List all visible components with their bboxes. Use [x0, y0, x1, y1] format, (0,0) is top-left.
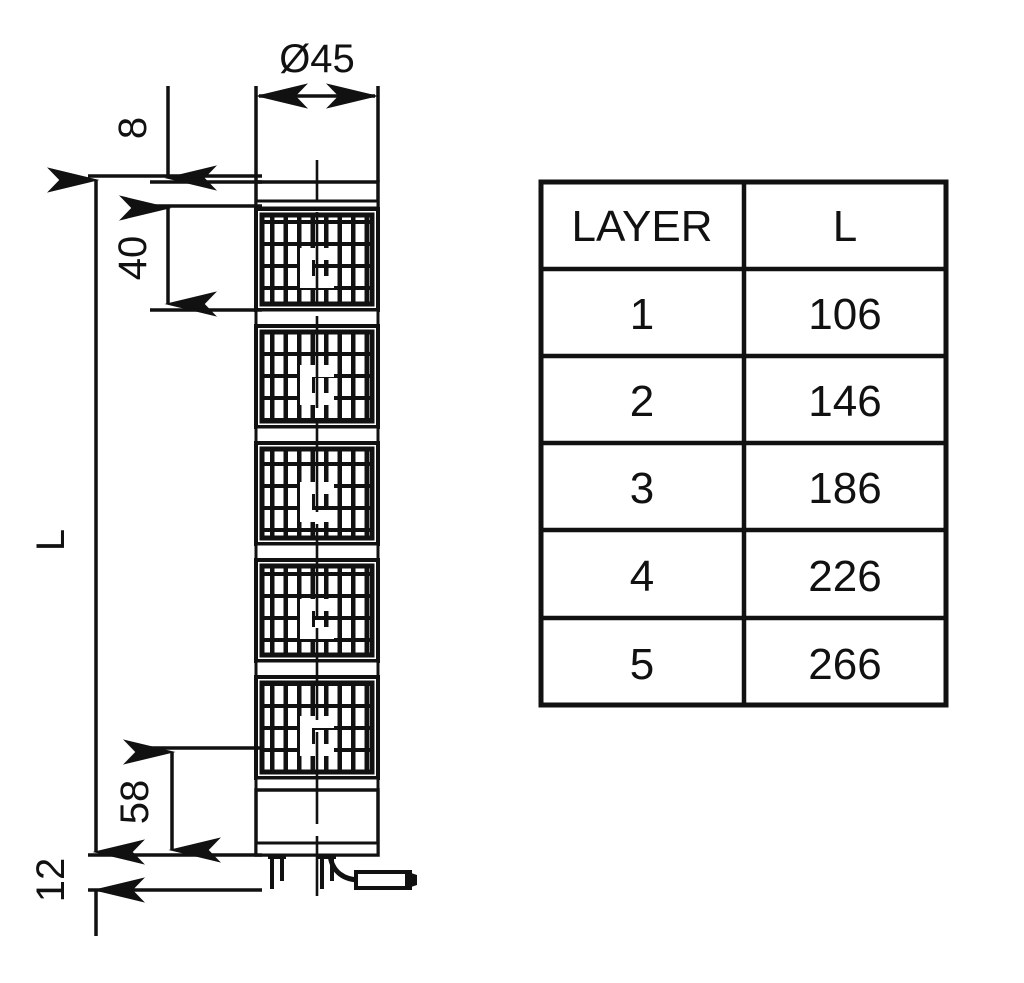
- table-cell-layer: 1: [630, 290, 654, 339]
- table-header-layer: LAYER: [571, 202, 712, 251]
- table-row: 2 146: [630, 377, 882, 426]
- dimension-8: 8: [111, 86, 262, 208]
- table-cell-layer: 5: [630, 640, 654, 689]
- dimension-12: 12: [29, 858, 262, 936]
- dimension-diameter-45: Ø45: [254, 37, 380, 182]
- dimension-label-12: 12: [29, 858, 73, 903]
- table-row: 3 186: [630, 464, 882, 513]
- dimension-label-diameter: Ø45: [279, 37, 355, 81]
- table-cell-layer: 3: [630, 464, 654, 513]
- light-module-1: [254, 207, 380, 328]
- table-cell-length: 226: [808, 552, 881, 601]
- device-body: [254, 160, 417, 896]
- dimension-label-58: 58: [113, 780, 157, 825]
- table-cell-length: 186: [808, 464, 881, 513]
- table-cell-length: 146: [808, 377, 881, 426]
- table-cell-layer: 4: [630, 552, 654, 601]
- dimension-58: 58: [113, 739, 262, 863]
- table-row: 5 266: [630, 640, 882, 689]
- dimension-40: 40: [111, 195, 262, 317]
- dimension-label-40: 40: [111, 236, 155, 281]
- layer-length-table: LAYER L 1 106 2 146 3 186 4 226 5 266: [538, 179, 949, 708]
- table-cell-length: 266: [808, 640, 881, 689]
- table-cell-layer: 2: [630, 377, 654, 426]
- dimension-label-L: L: [29, 529, 73, 551]
- mounting-pins: [268, 855, 336, 889]
- dimension-overall-L: L: [29, 167, 262, 865]
- table-row: 1 106: [630, 290, 882, 339]
- table-cell-length: 106: [808, 290, 881, 339]
- dimension-label-8: 8: [111, 117, 155, 139]
- table-header-l: L: [833, 202, 857, 251]
- table-row: 4 226: [630, 552, 882, 601]
- output-cable: [327, 854, 417, 890]
